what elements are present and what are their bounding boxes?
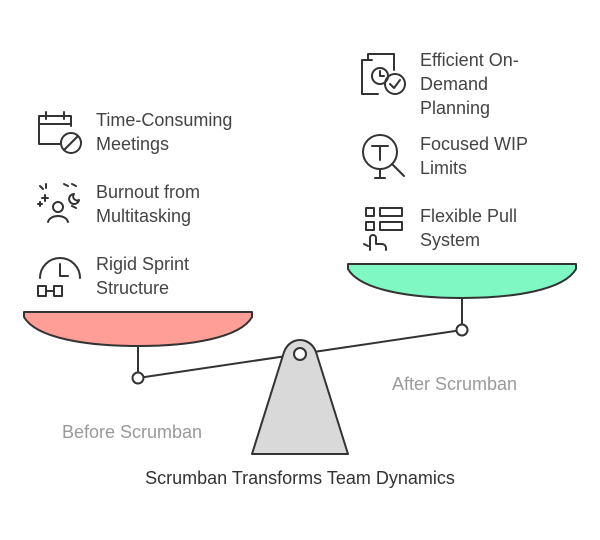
hand-pull-icon bbox=[363, 207, 403, 251]
right-pivot bbox=[455, 323, 469, 337]
calendar-blocked-icon bbox=[38, 111, 82, 154]
schedule-check-icon bbox=[361, 53, 406, 95]
before-item-sprint-text: Rigid Sprint Structure bbox=[96, 254, 190, 298]
left-pivot bbox=[131, 371, 145, 385]
before-item-meetings: Time-Consuming Meetings bbox=[34, 108, 232, 156]
fulcrum bbox=[251, 339, 349, 455]
fulcrum-pivot bbox=[293, 347, 307, 361]
before-item-meetings-text: Time-Consuming Meetings bbox=[96, 110, 233, 154]
after-item-pull-text: Flexible Pull System bbox=[420, 206, 518, 250]
before-label: Before Scrumban bbox=[62, 422, 203, 442]
after-label: After Scrumban bbox=[392, 374, 518, 394]
after-item-planning: Efficient On- Demand Planning bbox=[358, 48, 519, 120]
before-item-sprint: Rigid Sprint Structure bbox=[34, 252, 189, 300]
left-pan bbox=[23, 311, 253, 347]
before-item-burnout: Burnout from Multitasking bbox=[34, 180, 200, 228]
right-pan bbox=[347, 263, 577, 299]
clock-workflow-icon bbox=[37, 257, 81, 297]
before-item-burnout-text: Burnout from Multitasking bbox=[96, 182, 201, 226]
magnifier-text-icon bbox=[362, 134, 405, 179]
stressed-person-icon bbox=[37, 183, 80, 223]
after-item-wip: Focused WIP Limits bbox=[358, 132, 528, 180]
after-item-pull: Flexible Pull System bbox=[358, 204, 517, 252]
diagram-title: Scrumban Transforms Team Dynamics bbox=[145, 468, 455, 488]
after-item-planning-text: Efficient On- Demand Planning bbox=[420, 50, 519, 118]
after-item-wip-text: Focused WIP Limits bbox=[420, 134, 529, 178]
